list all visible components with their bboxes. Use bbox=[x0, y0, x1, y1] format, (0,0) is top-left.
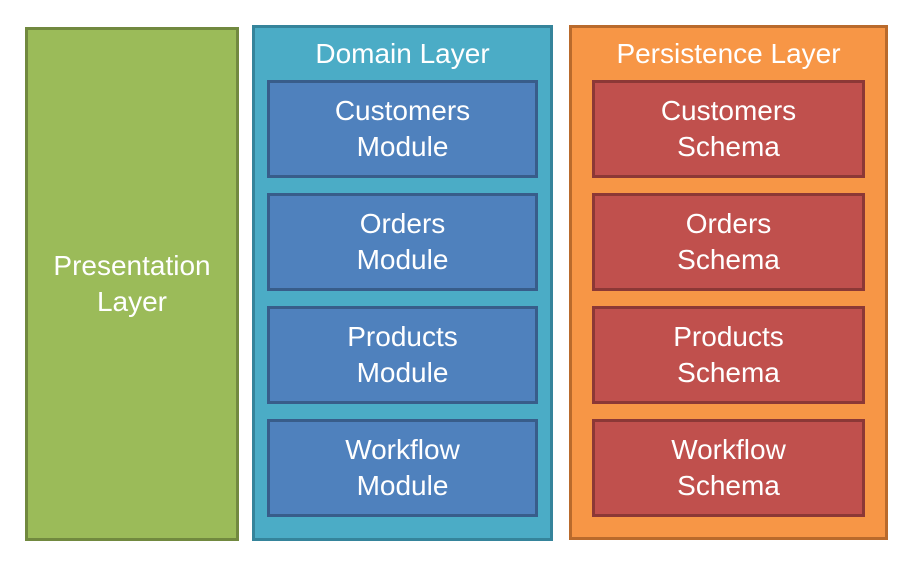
persistence-schema-products: Products Schema bbox=[592, 306, 865, 404]
domain-layer-title: Domain Layer bbox=[315, 37, 490, 69]
domain-module-products: Products Module bbox=[267, 306, 538, 404]
domain-layer-shape: Domain Layer Customers Module Orders Mod… bbox=[252, 25, 553, 541]
domain-module-customers: Customers Module bbox=[267, 80, 538, 178]
persistence-layer-shape: Persistence Layer Customers Schema Order… bbox=[569, 25, 888, 540]
domain-module-workflow-label: Workflow Module bbox=[345, 434, 460, 501]
domain-module-customers-label: Customers Module bbox=[334, 95, 471, 162]
domain-module-products-label: Products Module bbox=[347, 321, 458, 388]
persistence-schema-workflow-label: Workflow Schema bbox=[671, 434, 786, 501]
persistence-layer-title: Persistence Layer bbox=[616, 37, 841, 69]
domain-module-workflow: Workflow Module bbox=[267, 419, 538, 517]
persistence-schema-orders: Orders Schema bbox=[592, 193, 865, 291]
persistence-layer-items: Customers Schema Orders Schema Products … bbox=[572, 80, 885, 517]
persistence-schema-workflow: Workflow Schema bbox=[592, 419, 865, 517]
domain-module-orders-label: Orders Module bbox=[356, 208, 449, 275]
persistence-schema-customers-label: Customers Schema bbox=[660, 95, 797, 162]
presentation-layer-label: Presentation Layer bbox=[53, 250, 211, 317]
presentation-layer-shape: Presentation Layer bbox=[25, 27, 239, 541]
domain-module-orders: Orders Module bbox=[267, 193, 538, 291]
domain-layer-items: Customers Module Orders Module Products … bbox=[255, 80, 550, 517]
persistence-schema-customers: Customers Schema bbox=[592, 80, 865, 178]
persistence-schema-products-label: Products Schema bbox=[673, 321, 784, 388]
persistence-schema-orders-label: Orders Schema bbox=[677, 208, 780, 275]
